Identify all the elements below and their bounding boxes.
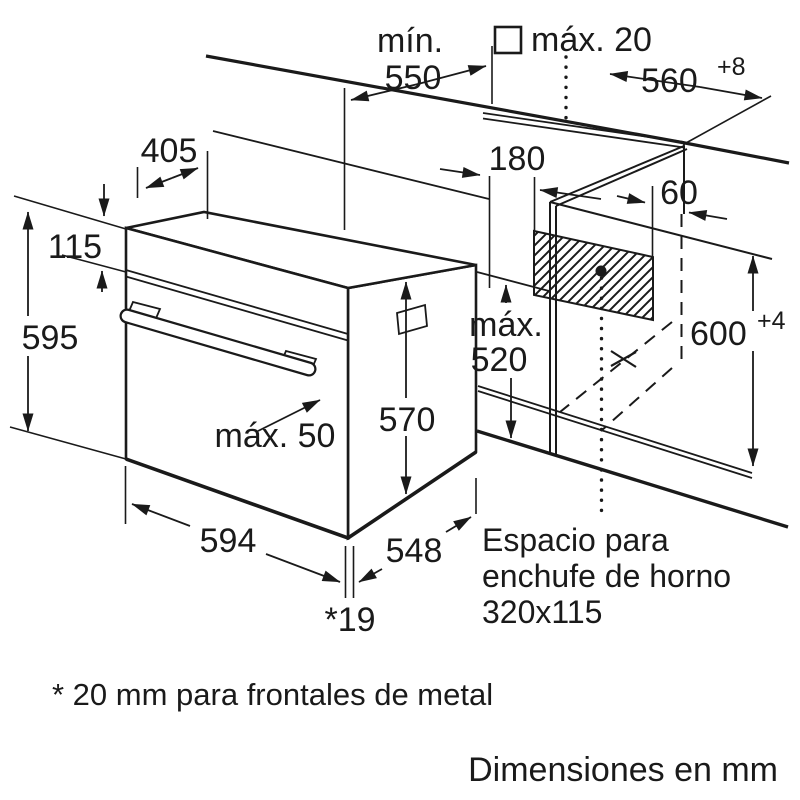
label-180: 180: [489, 140, 546, 178]
footnote: * 20 mm para frontales de metal: [52, 677, 493, 712]
socket-space-hatch: [533, 229, 654, 322]
oven-body: [9, 195, 478, 541]
label-115: 115: [48, 228, 102, 266]
oven-bottom-edge: [125, 450, 478, 540]
label-hob-max-20: máx. 20: [531, 21, 652, 59]
arrow-60-left: [616, 193, 646, 204]
label-max-50: máx. 50: [215, 417, 336, 455]
arrow-180-left: [439, 166, 481, 178]
niche-top-edge: [549, 201, 773, 260]
oven-extension-lines: [9, 195, 127, 460]
niche-cross-mark: [610, 350, 637, 368]
dimension-ticks: [124, 46, 772, 598]
label-600: 600: [690, 315, 747, 353]
arrow-560-right: [699, 86, 763, 101]
niche-shelf-edge: [477, 385, 753, 479]
arrow-180-right: [539, 187, 602, 200]
label-594: 594: [200, 522, 257, 560]
label-socket-line2: enchufe de horno: [482, 558, 731, 594]
label-60: 60: [660, 174, 698, 212]
label-max520-value: 520: [471, 341, 528, 379]
socket-position-dot: [595, 265, 607, 277]
oven-side-vent: [396, 303, 428, 336]
dimension-arrows: [22, 65, 763, 583]
worktop-back-line: [212, 130, 490, 200]
cabinet-lines: [476, 145, 789, 529]
label-socket-line3: 320x115: [482, 594, 602, 630]
units-note: Dimensiones en mm: [468, 751, 778, 789]
arrow-550-left: [350, 83, 419, 102]
worktop-and-wall-lines: [205, 25, 790, 200]
oven-handle: [121, 310, 315, 375]
ticks-405: [136, 151, 209, 219]
label-595: 595: [22, 319, 79, 357]
wall-top-edge: [205, 54, 790, 165]
label-19: *19: [324, 601, 375, 639]
cabinet-bottom-edge: [476, 429, 789, 529]
label-405: 405: [141, 132, 198, 170]
arrow-548-left: [358, 568, 383, 583]
label-570: 570: [379, 401, 436, 439]
ticks-180: [488, 176, 536, 288]
ticks-548-and-19: [344, 478, 477, 598]
arrow-60-right: [688, 210, 728, 221]
oven-control-panel-line: [125, 269, 349, 342]
label-max520-word: máx.: [469, 306, 543, 344]
label-socket-line1: Espacio para: [482, 522, 669, 558]
hob-symbol-icon: [493, 25, 523, 55]
arrow-550-right: [417, 65, 487, 85]
arrow-max50-leader: [257, 399, 321, 432]
arrow-548-right: [445, 516, 472, 533]
label-548: 548: [386, 532, 443, 570]
tick-560: [685, 95, 772, 144]
label-600-tolerance: +4: [757, 307, 786, 335]
niche-hidden-edges-dashed: [559, 321, 673, 432]
arrow-405-left: [145, 176, 173, 189]
arrow-560-left: [609, 71, 701, 88]
label-560-tolerance: +8: [717, 53, 746, 81]
arrow-405-right: [171, 167, 199, 180]
arrow-594-left: [131, 503, 191, 527]
label-550: 550: [385, 59, 442, 97]
label-min: mín.: [377, 22, 443, 60]
label-560: 560: [641, 62, 698, 100]
arrow-594-right: [265, 553, 341, 583]
cabinet-top-panel: [549, 145, 688, 207]
